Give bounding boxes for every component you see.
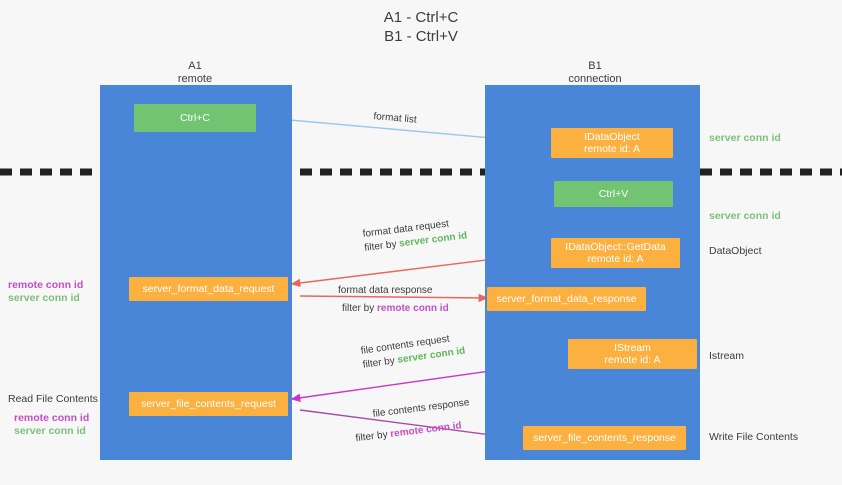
box-server-file-contents-response[interactable]: server_file_contents_response: [523, 426, 686, 450]
box-server-file-contents-response-label: server_file_contents_response: [532, 431, 676, 444]
label-dataobject: DataObject: [709, 245, 762, 257]
edge-label-format-list-text: format list: [372, 110, 418, 126]
box-server-file-contents-request[interactable]: server_file_contents_request: [129, 392, 288, 416]
box-idataobject-line2: remote id: A: [583, 143, 641, 155]
column-header-a1-sub: remote: [177, 73, 213, 85]
column-header-b1-name: B1: [588, 60, 602, 72]
box-server-format-data-response-label: server_format_data_response: [496, 292, 637, 305]
page-title: A1 - Ctrl+C B1 - Ctrl+V: [0, 8, 842, 46]
box-server-file-contents-request-label: server_file_contents_request: [141, 397, 276, 410]
column-header-a1-name: A1: [188, 60, 202, 72]
box-idataobject-getdata[interactable]: IDataObject::GetData remote id: A: [551, 238, 680, 268]
box-idataobject-getdata-line2: remote id: A: [587, 253, 644, 265]
label-server-conn-id-upper: server conn id: [8, 292, 80, 304]
edge-label-file-contents-response-filter-prefix: filter by: [354, 428, 392, 445]
edge-label-format-data-response-filter-value: remote conn id: [377, 303, 449, 314]
box-server-format-data-request[interactable]: server_format_data_request: [129, 277, 288, 301]
box-idataobject-line1: IDataObject: [584, 130, 640, 143]
edge-label-format-data-response-filter: filter by remote conn id: [342, 302, 449, 316]
edge-label-format-data-response: format data response filter by remote co…: [338, 284, 449, 316]
column-header-b1: B1 connection: [530, 60, 660, 86]
box-istream-line2: remote id: A: [604, 354, 661, 366]
column-header-a1: A1 remote: [130, 60, 260, 86]
box-idataobject[interactable]: IDataObject remote id: A: [551, 128, 673, 158]
title-line-2: B1 - Ctrl+V: [384, 28, 458, 45]
title-line-1: A1 - Ctrl+C: [383, 9, 459, 26]
box-server-format-data-request-label: server_format_data_request: [142, 282, 275, 295]
label-write-file-contents: Write File Contents: [709, 431, 799, 443]
label-server-conn-id-top: server conn id: [709, 132, 781, 144]
edge-label-format-data-request-filter-prefix: filter by: [363, 238, 400, 254]
box-istream-line1: IStream: [614, 341, 651, 354]
arrow-format-data-response: [299, 293, 489, 303]
box-idataobject-getdata-line1: IDataObject::GetData: [565, 240, 666, 253]
label-remote-conn-id-lower: remote conn id: [14, 412, 90, 424]
box-ctrl-c-label: Ctrl+C: [179, 111, 211, 124]
box-server-format-data-response[interactable]: server_format_data_response: [487, 287, 646, 311]
box-ctrl-v-label: Ctrl+V: [598, 187, 629, 200]
box-istream[interactable]: IStream remote id: A: [568, 339, 697, 369]
column-header-b1-sub: connection: [568, 73, 622, 85]
box-ctrl-v[interactable]: Ctrl+V: [554, 181, 673, 207]
edge-label-file-contents-request-filter-prefix: filter by: [362, 354, 399, 371]
label-read-file-contents: Read File Contents: [8, 393, 98, 405]
label-server-conn-id-mid: server conn id: [709, 210, 781, 222]
edge-label-format-data-response-filter-prefix: filter by: [342, 303, 378, 314]
edge-label-format-data-response-title: format data response: [338, 285, 433, 296]
label-server-conn-id-lower: server conn id: [14, 425, 86, 437]
label-remote-conn-id-upper: remote conn id: [8, 279, 84, 291]
box-ctrl-c[interactable]: Ctrl+C: [134, 104, 256, 132]
label-istream: Istream: [709, 350, 745, 362]
